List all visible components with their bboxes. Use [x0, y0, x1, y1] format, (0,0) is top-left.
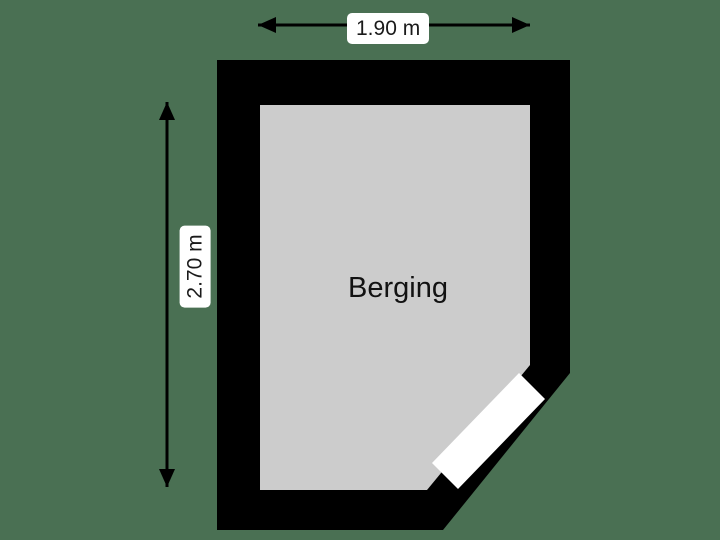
dimension-arrow-vertical [159, 102, 175, 487]
arrowhead-right-icon [512, 17, 530, 33]
door-opening[interactable] [432, 373, 545, 489]
room-label: Berging [0, 274, 720, 303]
room-label-text: Berging [348, 272, 448, 304]
arrowhead-up-icon [159, 102, 175, 120]
arrowhead-left-icon [258, 17, 276, 33]
arrowhead-down-icon [159, 469, 175, 487]
dimension-label-width: 1.90 m [347, 13, 430, 44]
room-floor [260, 105, 530, 490]
